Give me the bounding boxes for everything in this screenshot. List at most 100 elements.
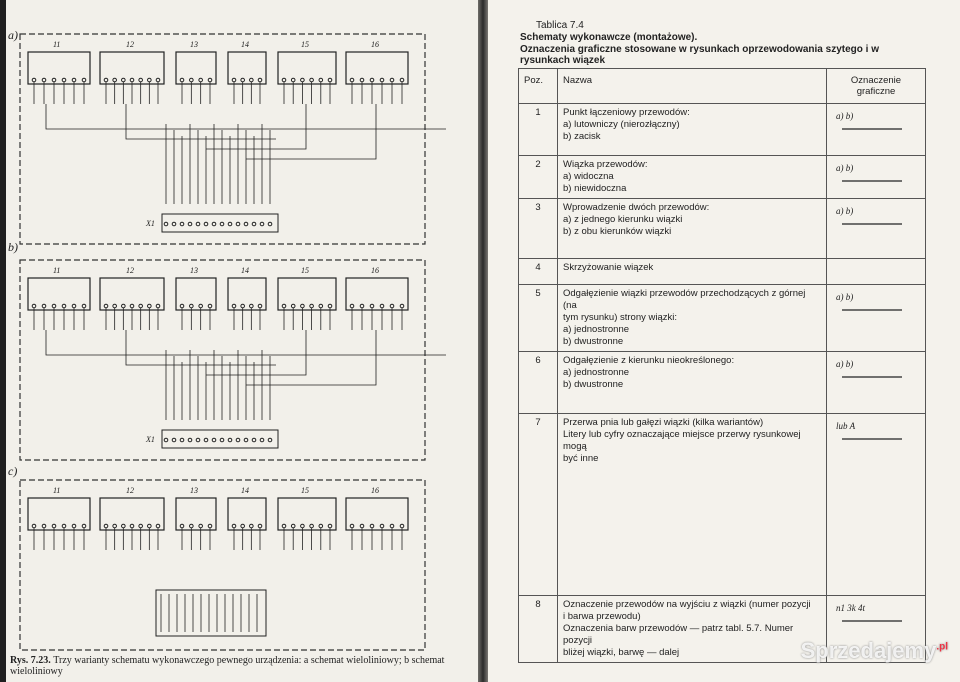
row-text-line: b) zacisk [563,131,601,142]
table-title: Oznaczenia graficzne stosowane w rysunka… [520,44,879,66]
module-label: 11 [53,40,60,49]
module-label: 16 [371,486,379,495]
module-box [27,497,91,531]
symbol-icon: a) b) [836,359,902,378]
figure-caption: Rys. 7.23. Trzy warianty schematu wykona… [10,655,450,677]
table-row: 8 Oznaczenie przewodów na wyjściu z wiązk… [518,595,926,663]
symbol-icon: a) b) [836,163,902,182]
row-text-line: Przerwa pnia lub gałęzi wiązki (kilka wa… [563,417,764,428]
row-text-line: Litery lub cyfry oznaczające miejsce prz… [563,429,801,452]
module-box [277,277,337,311]
module-label: 15 [301,486,309,495]
row-text-line: Odgałęzienie wiązki przewodów przechodzą… [563,288,806,311]
row-text-line: i barwa przewodu) [563,611,641,622]
row-nazwa: Punkt łączeniowy przewodów:a) lutowniczy… [557,103,827,156]
module-box [227,497,267,531]
row-graphic-symbol: a) b) [826,155,926,199]
row-graphic-symbol: lub A [826,413,926,596]
module-label: 12 [126,266,134,275]
book-gutter [478,0,488,682]
module-label: 13 [190,486,198,495]
svg-text:n1 3k 4t: n1 3k 4t [836,603,865,613]
connector-label: X1 [145,219,155,228]
row-nazwa: Odgałęzienie wiązki przewodów przechodzą… [557,284,827,352]
table-header-row: Poz. Nazwa Oznaczenie graficzne [518,68,926,104]
module-box [345,497,409,531]
module-label: 11 [53,266,60,275]
caption-number: Rys. 7.23. [10,655,51,666]
row-poz: 3 [518,198,558,259]
symbol-icon: a) b) [836,111,902,130]
module-label: 12 [126,486,134,495]
module-label: 11 [53,486,60,495]
row-text-line: bliżej wiązki, barwę — dalej [563,647,680,658]
row-poz: 2 [518,155,558,199]
symbol-icon: n1 3k 4t [836,603,902,622]
symbol-icon: a) b) [836,206,902,225]
header-poz: Poz. [518,68,558,104]
row-graphic-symbol: a) b) [826,284,926,352]
module-label: 13 [190,266,198,275]
table-row: 6 Odgałęzienie z kierunku nieokreślonego:… [518,351,926,414]
svg-text:a) b): a) b) [836,163,853,173]
svg-text:a) b): a) b) [836,359,853,369]
row-text-line: a) jednostronne [563,367,630,378]
row-text-line: a) widoczna [563,171,614,182]
row-poz: 1 [518,103,558,156]
header-nazwa: Nazwa [557,68,827,104]
row-text-line: Oznaczenie przewodów na wyjściu z wiązki… [563,599,811,610]
row-nazwa: Przerwa pnia lub gałęzi wiązki (kilka wa… [557,413,827,596]
panel-label-b: b) [8,240,18,254]
module-label: 16 [371,266,379,275]
module-box [175,277,217,311]
module-label: 15 [301,40,309,49]
module-box [27,51,91,85]
table-number: Tablica 7.4 [536,20,584,31]
watermark-logo: Sprzedajemy.pl [801,638,948,664]
svg-text:a) b): a) b) [836,111,853,121]
right-page: Tablica 7.4 Schematy wykonawcze (montażo… [488,0,960,682]
module-box [277,497,337,531]
row-poz: 8 [518,595,558,663]
row-text-line: być inne [563,453,599,464]
module-label: 16 [371,40,379,49]
row-poz: 6 [518,351,558,414]
module-box [27,277,91,311]
row-text-line: b) dwustronne [563,379,624,390]
row-text-line: Punkt łączeniowy przewodów: [563,107,690,118]
table-row: 7 Przerwa pnia lub gałęzi wiązki (kilka w… [518,413,926,596]
symbol-icon: lub A [836,421,902,440]
module-box [175,497,217,531]
row-graphic-symbol: a) b) [826,351,926,414]
row-poz: 7 [518,413,558,596]
row-nazwa: Wprowadzenie dwóch przewodów:a) z jedneg… [557,198,827,259]
row-poz: 4 [518,258,558,285]
connector-label: X1 [145,435,155,444]
watermark-text: Sprzedajemy [800,638,937,663]
module-label: 12 [126,40,134,49]
module-label: 15 [301,266,309,275]
symbol-icon: a) b) [836,292,902,311]
row-nazwa: Skrzyżowanie wiązek [557,258,827,285]
module-box [99,497,165,531]
module-box [277,51,337,85]
caption-text: Trzy warianty schematu wykonawczego pewn… [10,655,445,677]
row-text-line: Wiązka przewodów: [563,159,648,170]
module-label: 14 [241,266,249,275]
row-text-line: a) jednostronne [563,324,630,335]
svg-text:a) b): a) b) [836,292,853,302]
row-text-line: Odgałęzienie z kierunku nieokreślonego: [563,355,735,366]
row-graphic-symbol: n1 3k 4t [826,595,926,663]
watermark-suffix: .pl [936,641,948,653]
svg-text:lub A: lub A [836,421,856,431]
row-text-line: Wprowadzenie dwóch przewodów: [563,202,710,213]
module-label: 13 [190,40,198,49]
panel-label-a: a) [8,28,18,42]
